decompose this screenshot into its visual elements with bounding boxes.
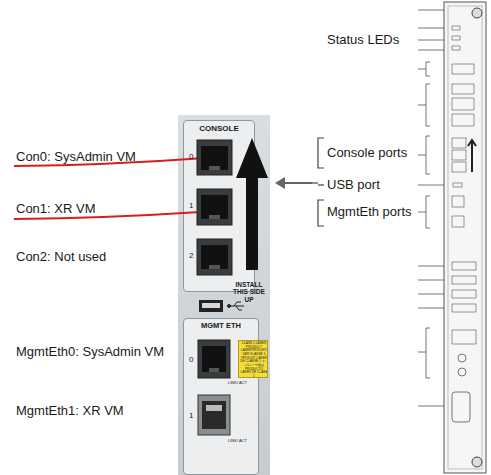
faceplate-panel: INSTALL THIS SIDE UP CONSOLE 0 1 2MGMT ETH 0L… bbox=[178, 115, 270, 475]
bracket bbox=[312, 182, 318, 183]
callout-label: USB port bbox=[327, 177, 380, 192]
laser-warning-label: CLASS 1 LASER PRODUCT LASERPRODUKT DER K… bbox=[238, 340, 268, 378]
callout-label: Con2: Not used bbox=[16, 249, 106, 264]
console-port-group: CONSOLE 0 1 2 bbox=[183, 120, 255, 292]
callout-label: MgmtEth1: XR VM bbox=[16, 403, 124, 418]
callout-label: MgmtEth0: SysAdmin VM bbox=[16, 344, 164, 359]
panel-text: CONSOLE bbox=[184, 124, 254, 133]
panel-text: MGMT ETH bbox=[184, 322, 258, 331]
panel-text: 2 bbox=[189, 251, 199, 260]
callout-label: Con1: XR VM bbox=[16, 201, 95, 216]
pointer-arrow-head bbox=[275, 177, 285, 189]
bracket bbox=[318, 138, 324, 168]
card-drawing bbox=[418, 2, 486, 473]
bracket bbox=[318, 184, 324, 185]
pointer-arrow bbox=[282, 182, 312, 184]
callout-label: Status LEDs bbox=[327, 32, 399, 47]
panel-text: 1 bbox=[189, 411, 199, 420]
bracket bbox=[318, 200, 324, 226]
panel-text: LINK/ ACT bbox=[228, 439, 250, 444]
panel-text: CLASS 1 LASER PRODUCT LASERPRODUKT DER K… bbox=[240, 342, 268, 378]
panel-text: 1 bbox=[189, 201, 199, 210]
panel-text: INSTALL THIS SIDE UP bbox=[228, 281, 270, 303]
panel-text: 0 bbox=[189, 152, 199, 161]
panel-text: LINK/ ACT bbox=[228, 381, 250, 386]
callout-label: Con0: SysAdmin VM bbox=[16, 149, 136, 164]
callout-label: Console ports bbox=[327, 145, 407, 160]
panel-text: 0 bbox=[189, 355, 199, 364]
callout-label: MgmtEth ports bbox=[327, 204, 412, 219]
